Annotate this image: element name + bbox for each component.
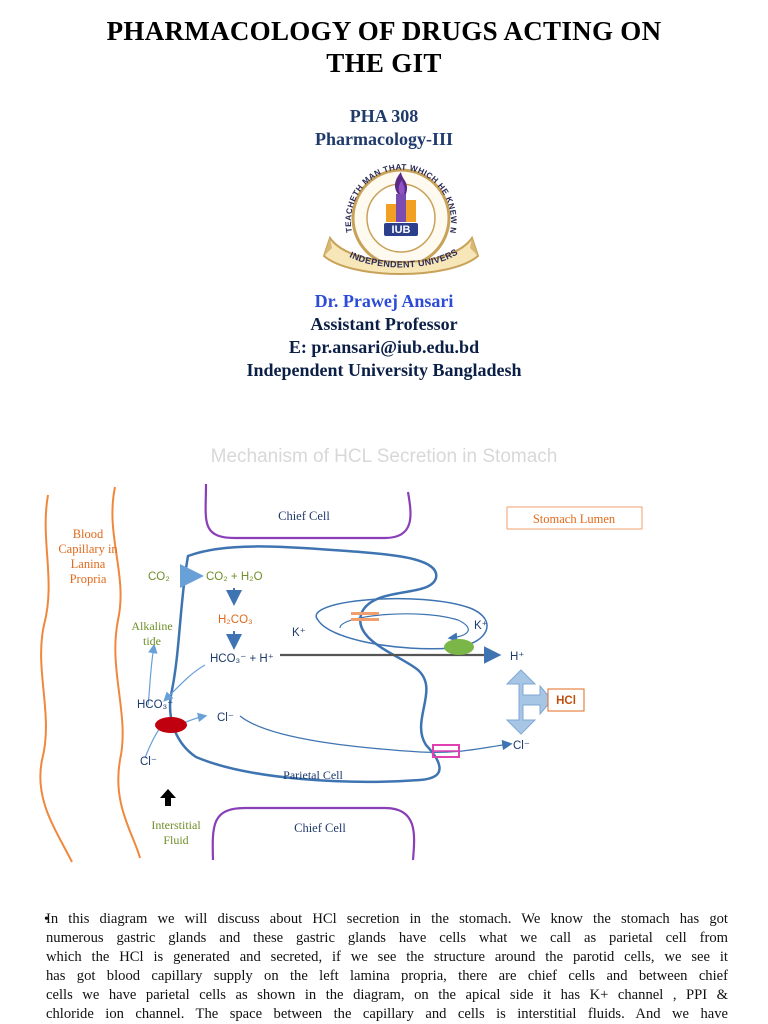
blood-capillary-label-4: Propria	[70, 572, 107, 586]
page-title-line-2: THE GIT	[326, 48, 442, 78]
co2-label: CO₂	[148, 571, 170, 583]
hcl-secretion-diagram: Blood Capillary in Lanina Propria Chief …	[39, 483, 643, 863]
k-right-label: K⁺	[474, 620, 488, 632]
svg-text:IUB: IUB	[392, 224, 411, 236]
cl-out-label: Cl⁻	[513, 740, 530, 752]
parietal-cell-label: Parietal Cell	[283, 768, 343, 782]
proton-pump	[444, 639, 474, 655]
alkaline-tide-arrow	[147, 643, 158, 706]
cl-in-label: Cl⁻	[217, 712, 234, 724]
chief-cell-top-label: Chief Cell	[278, 509, 330, 523]
course-name: Pharmacology-III	[315, 129, 453, 149]
iub-seal-logo: TEACHETH MAN THAT WHICH HE KNEW NOT IUB …	[322, 152, 480, 275]
paragraph-line: cells we have parietal cells as shown in…	[46, 987, 728, 1003]
chief-cell-bottom-outline	[211, 806, 416, 861]
hcl-label: HCl	[556, 695, 576, 707]
chief-cell-bottom-label: Chief Cell	[294, 821, 346, 835]
hco3-h-label: HCO₃⁻ + H⁺	[210, 653, 274, 665]
bullet-marker: •	[44, 912, 49, 927]
course-code: PHA 308	[349, 106, 419, 126]
diagram-title: Mechanism of HCL Secretion in Stomach	[210, 446, 558, 467]
stomach-lumen-label: Stomach Lumen	[533, 512, 616, 526]
blood-capillary-label-1: Blood	[73, 527, 104, 541]
blood-capillary-left-wall	[39, 494, 73, 863]
chief-cell-top-outline	[204, 483, 412, 540]
parietal-cell-outline	[168, 545, 441, 783]
h-out-label: H⁺	[510, 651, 524, 663]
author-institution: Independent University Bangladesh	[246, 360, 522, 380]
hco3-label: HCO₃⁻	[137, 699, 173, 711]
author-name: Dr. Prawej Ansari	[314, 291, 454, 311]
hco3-path-arrow	[163, 664, 206, 702]
interstitial-up-arrow	[160, 789, 176, 806]
blood-capillary-right-wall	[111, 486, 141, 859]
paragraph-line: has got blood capillary supply on the le…	[46, 968, 728, 984]
alkaline-tide-label-1: Alkaline	[131, 619, 172, 633]
body-paragraph: In this diagram we will discuss about HC…	[46, 910, 728, 1024]
author-position: Assistant Professor	[310, 314, 458, 334]
alkaline-tide-label-2: tide	[143, 634, 161, 648]
blood-capillary-label-3: Lanina	[71, 557, 106, 571]
cl-channel-arrow	[239, 715, 513, 754]
hcl-double-arrow	[505, 669, 553, 735]
canaliculus-outer	[315, 597, 488, 650]
hco3-cl-exchanger	[155, 717, 187, 733]
k-left-label: K⁺	[292, 627, 306, 639]
cl-blood-arrow	[144, 727, 161, 759]
co2-h2o-label: CO₂ + H₂O	[206, 571, 263, 583]
k-channel	[351, 612, 379, 615]
cl-blood-label: Cl⁻	[140, 756, 157, 768]
author-email: E: pr.ansari@iub.edu.bd	[288, 337, 480, 357]
interstitial-label-2: Fluid	[163, 833, 188, 847]
page-title-line-1: PHARMACOLOGY OF DRUGS ACTING ON	[106, 16, 662, 46]
canaliculus-inner	[339, 613, 469, 643]
h2co3-label: H₂CO₃	[218, 614, 253, 626]
paragraph-line: In this diagram we will discuss about HC…	[46, 911, 728, 927]
blood-capillary-label-2: Capillary in	[58, 542, 118, 556]
paragraph-line: which the HCl is generated and secreted,…	[46, 949, 728, 965]
paragraph-line: chloride ion channel. The space between …	[46, 1006, 728, 1022]
interstitial-label-1: Interstitial	[151, 818, 201, 832]
paragraph-line: numerous gastric glands and these gastri…	[46, 930, 728, 946]
